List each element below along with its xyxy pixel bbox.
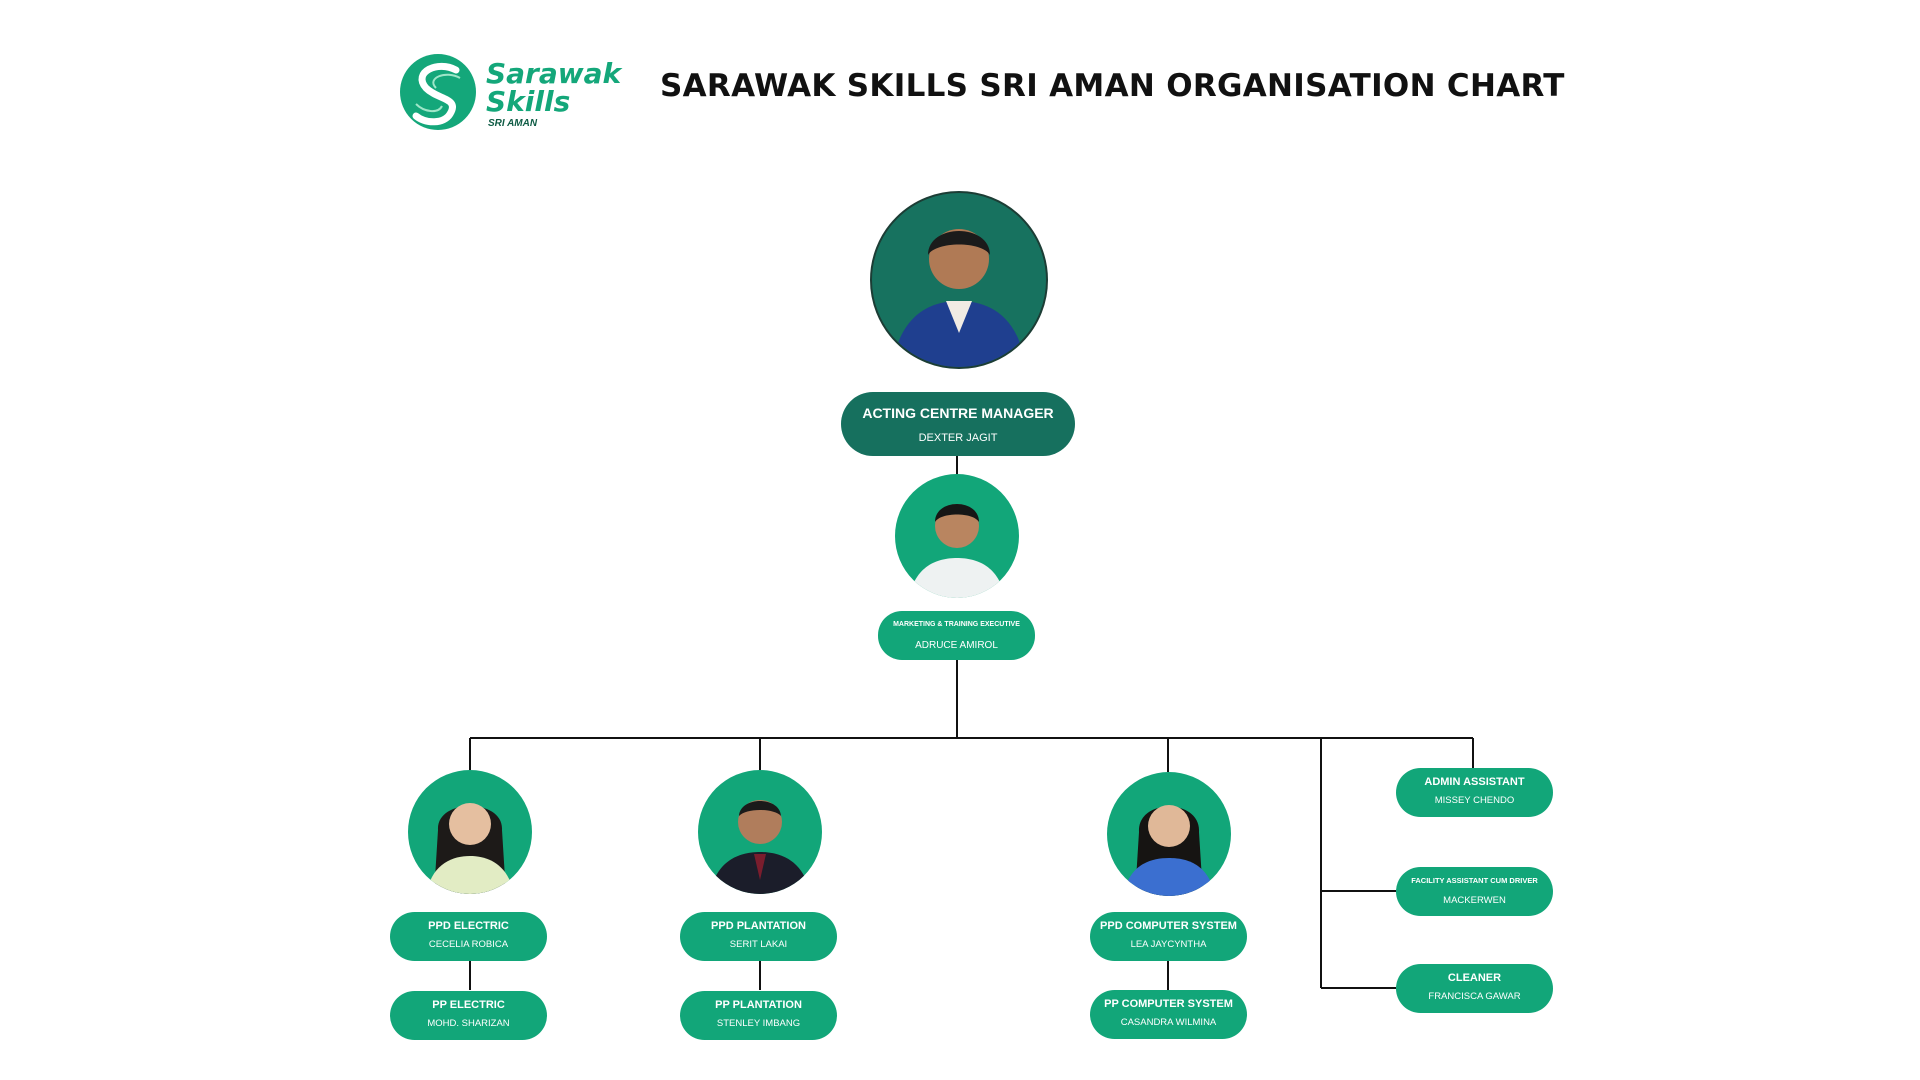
logo-word-sarawak: Sarawak [486, 57, 622, 90]
admin-assistant-role: ADMIN ASSISTANT [1424, 776, 1525, 788]
facility-assistant-name: MACKERWEN [1443, 895, 1506, 906]
pp-electric-name: MOHD. SHARIZAN [427, 1018, 510, 1029]
ppd-plantation-role: PPD PLANTATION [711, 920, 806, 932]
pp-plantation-card: PP PLANTATION STENLEY IMBANG [680, 991, 837, 1040]
ppd-plantation-photo [698, 770, 822, 894]
ppd-computer-system-role: PPD COMPUTER SYSTEM [1100, 920, 1237, 932]
person-avatar-icon [1123, 805, 1215, 896]
ppd-computer-system-card: PPD COMPUTER SYSTEM LEA JAYCYNTHA [1090, 912, 1247, 961]
cleaner-name: FRANCISCA GAWAR [1428, 991, 1521, 1002]
cleaner-role: CLEANER [1447, 972, 1502, 984]
facility-assistant-card: FACILITY ASSISTANT CUM DRIVER MACKERWEN [1396, 867, 1553, 916]
manager-photo [870, 191, 1048, 369]
person-avatar-icon [909, 504, 1005, 598]
logo-word-skills: Skills [486, 85, 571, 118]
pp-electric-role: PP ELECTRIC [432, 999, 505, 1011]
manager-name: DEXTER JAGIT [918, 432, 998, 444]
cleaner-card: CLEANER FRANCISCA GAWAR [1396, 964, 1553, 1013]
pp-computer-system-role: PP COMPUTER SYSTEM [1104, 998, 1233, 1010]
admin-assistant-name: MISSEY CHENDO [1434, 795, 1515, 806]
manager-card: ACTING CENTRE MANAGER DEXTER JAGIT [841, 392, 1075, 456]
ppd-electric-photo [408, 770, 532, 894]
ppd-electric-name: CECELIA ROBICA [428, 939, 509, 950]
page-title: SARAWAK SKILLS SRI AMAN ORGANISATION CHA… [660, 68, 1565, 104]
logo-emblem-icon [400, 54, 476, 130]
person-avatar-icon [426, 803, 514, 894]
admin-assistant-card: ADMIN ASSISTANT MISSEY CHENDO [1396, 768, 1553, 817]
executive-card: MARKETING & TRAINING EXECUTIVE ADRUCE AM… [878, 611, 1035, 660]
person-avatar-icon [710, 800, 810, 894]
sarawak-skills-logo: Sarawak Skills SRI AMAN [398, 50, 628, 135]
ppd-plantation-card: PPD PLANTATION SERIT LAKAI [680, 912, 837, 961]
person-avatar-icon [892, 229, 1026, 367]
pp-plantation-name: STENLEY IMBANG [716, 1018, 801, 1029]
ppd-plantation-name: SERIT LAKAI [729, 939, 788, 950]
ppd-electric-role: PPD ELECTRIC [428, 920, 509, 932]
pp-computer-system-name: CASANDRA WILMINA [1120, 1017, 1217, 1028]
pp-electric-card: PP ELECTRIC MOHD. SHARIZAN [390, 991, 547, 1040]
executive-photo [895, 474, 1019, 598]
manager-role: ACTING CENTRE MANAGER [862, 405, 1054, 421]
ppd-electric-card: PPD ELECTRIC CECELIA ROBICA [390, 912, 547, 961]
pp-plantation-role: PP PLANTATION [715, 999, 802, 1011]
executive-name: ADRUCE AMIROL [915, 640, 998, 651]
ppd-computer-system-name: LEA JAYCYNTHA [1130, 939, 1207, 950]
facility-assistant-role: FACILITY ASSISTANT CUM DRIVER [1411, 876, 1538, 885]
logo-subtitle: SRI AMAN [488, 118, 538, 129]
ppd-computer-system-photo [1107, 772, 1231, 896]
executive-role: MARKETING & TRAINING EXECUTIVE [893, 621, 1020, 628]
pp-computer-system-card: PP COMPUTER SYSTEM CASANDRA WILMINA [1090, 990, 1247, 1039]
